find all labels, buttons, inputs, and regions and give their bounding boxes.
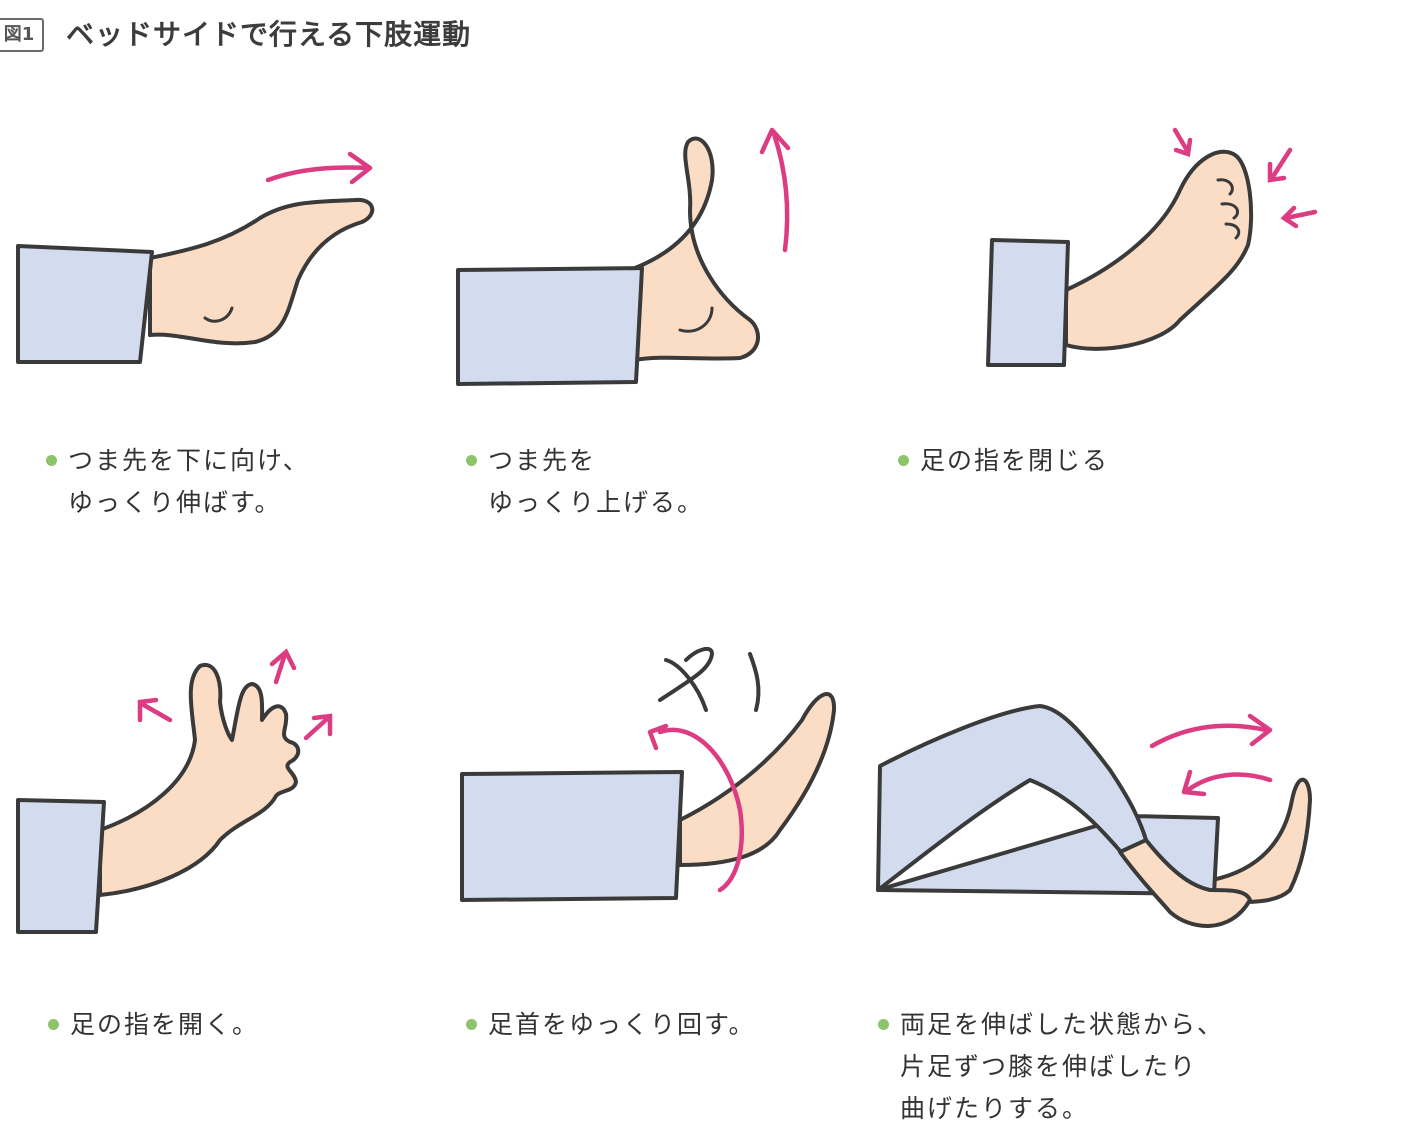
caption-point-toes: つま先を下に向け、 ゆっくり伸ばす。 (46, 440, 310, 524)
caption-close-toes: 足の指を閉じる (898, 440, 1109, 482)
figure-header: 図1 ベッドサイドで行える下肢運動 (0, 14, 700, 58)
bullet-dot (48, 1019, 59, 1030)
exercise-illustration-spread-toes (0, 640, 360, 940)
caption-knee-bend: 両足を伸ばした状態から、 片足ずつ膝を伸ばしたり 曲げたりする。 (878, 1004, 1224, 1130)
bullet-dot (466, 455, 477, 466)
caption-line: 片足ずつ膝を伸ばしたり (900, 1052, 1198, 1081)
caption-spread-toes: 足の指を開く。 (48, 1004, 259, 1046)
caption-line: 両足を伸ばした状態から、 (900, 1010, 1225, 1039)
bullet-dot (898, 455, 909, 466)
figure-number-badge: 図1 (0, 18, 44, 52)
bullet-dot (46, 455, 57, 466)
caption-line: つま先を (488, 446, 597, 475)
caption-rotate-ankle: 足首をゆっくり回す。 (466, 1004, 756, 1046)
exercise-illustration-raise-toes (450, 120, 830, 400)
caption-raise-toes: つま先を ゆっくり上げる。 (466, 440, 704, 524)
caption-line: 曲げたりする。 (900, 1094, 1090, 1123)
bullet-dot (878, 1019, 889, 1030)
exercise-illustration-rotate-ankle (450, 640, 850, 920)
caption-line: 足の指を開く。 (70, 1010, 260, 1039)
figure-title: ベッドサイドで行える下肢運動 (66, 18, 472, 51)
exercise-illustration-close-toes (980, 120, 1340, 380)
caption-line: ゆっくり伸ばす。 (68, 488, 282, 517)
exercise-illustration-point-toes (0, 130, 400, 390)
exercise-illustration-knee-bend (870, 690, 1340, 960)
caption-line: つま先を下に向け、 (68, 446, 310, 475)
caption-line: 足首をゆっくり回す。 (488, 1010, 756, 1039)
bullet-dot (466, 1019, 477, 1030)
caption-line: ゆっくり上げる。 (488, 488, 705, 517)
caption-line: 足の指を閉じる (920, 446, 1110, 475)
